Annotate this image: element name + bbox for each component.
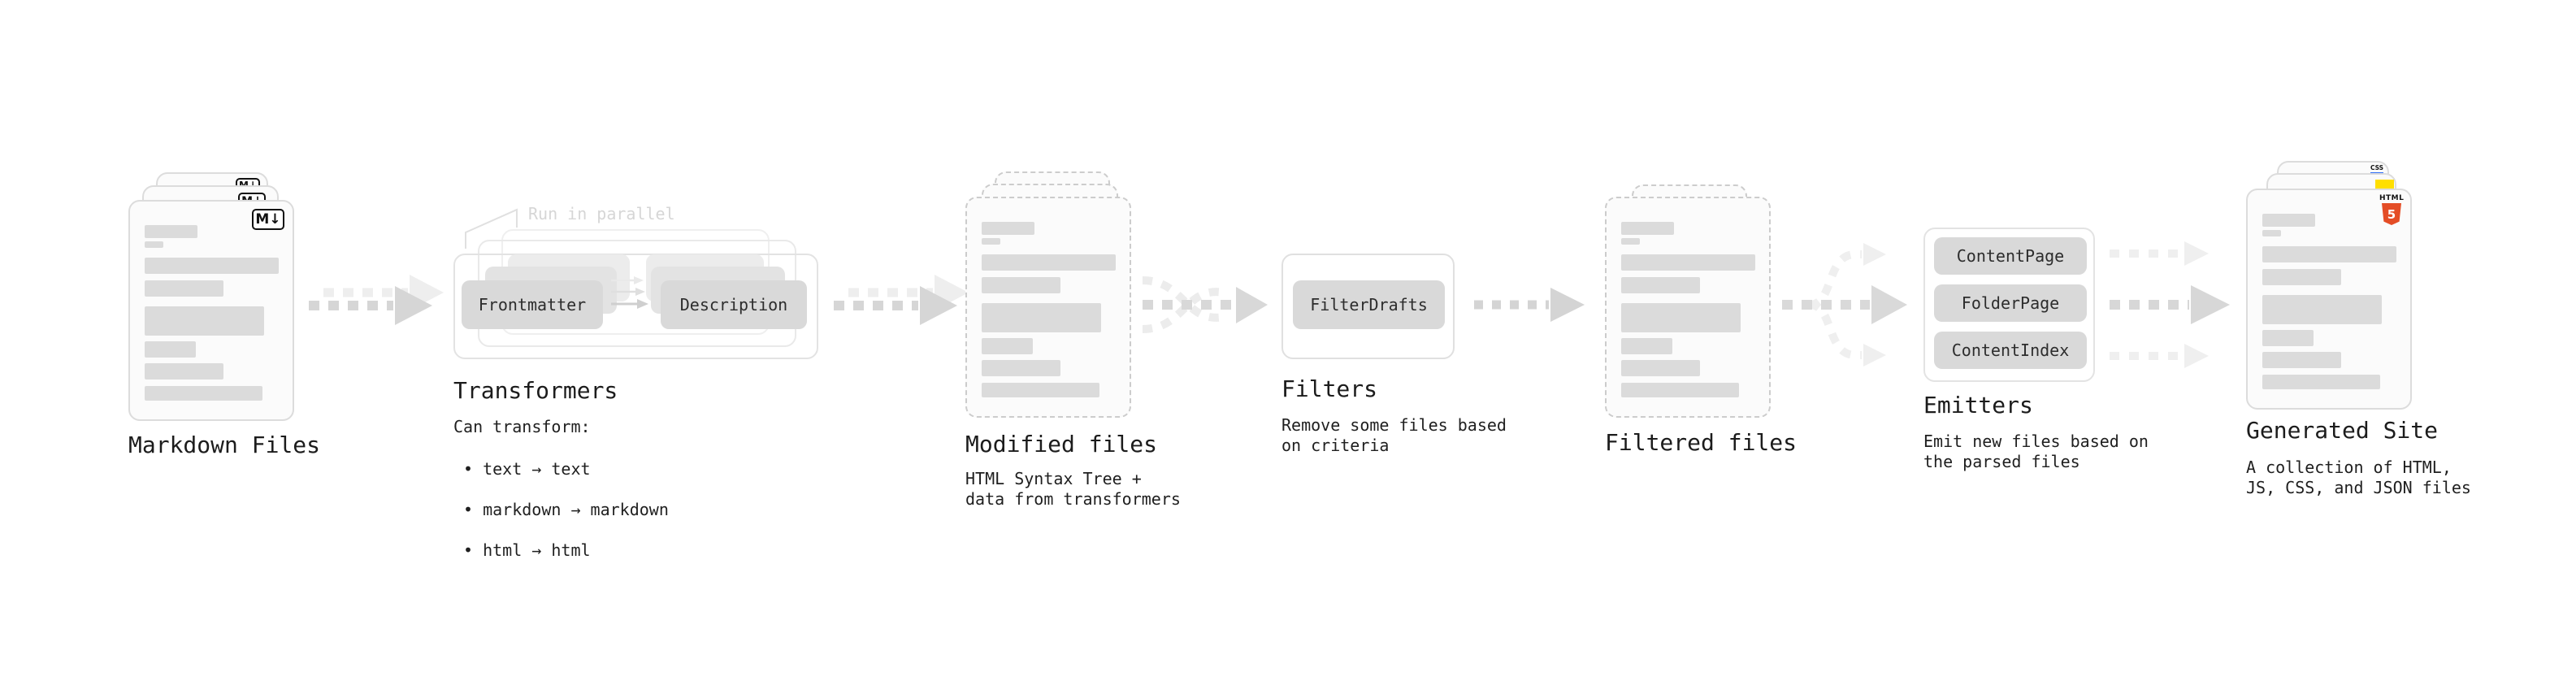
text-placeholder-bar xyxy=(145,258,279,274)
flow-arrow-transformers-to-modified xyxy=(834,275,969,325)
stage-title-generated-site: Generated Site xyxy=(2246,417,2439,444)
text-placeholder-bar xyxy=(145,241,163,248)
text-placeholder-bar xyxy=(145,306,264,336)
bullet-item: • html → html xyxy=(463,540,591,560)
filterdrafts-pill: FilterDrafts xyxy=(1293,280,1445,329)
text-placeholder-bar xyxy=(145,386,262,401)
flow-arrow-filtered-to-emitters xyxy=(1782,243,1907,367)
html5-icon: HTML 5 xyxy=(2379,194,2404,225)
text-placeholder-bar xyxy=(2262,269,2341,285)
annotation-leader-line xyxy=(465,208,518,249)
text-placeholder-bar xyxy=(982,338,1033,354)
stage-title-filtered-files: Filtered files xyxy=(1605,429,1798,456)
text-placeholder-bar xyxy=(1621,303,1741,332)
stage-title-markdown-files: Markdown Files xyxy=(128,432,321,458)
text-placeholder-bar xyxy=(982,277,1060,293)
text-placeholder-bar xyxy=(1621,222,1674,235)
folderpage-pill: FolderPage xyxy=(1934,284,2087,322)
text-placeholder-bar xyxy=(1621,277,1700,293)
text-placeholder-bar xyxy=(1621,254,1755,271)
text-placeholder-bar xyxy=(2262,230,2281,236)
bullet-item: • text → text xyxy=(463,459,591,479)
transformers-bullets: • text → text • markdown → markdown • ht… xyxy=(463,439,669,581)
flow-arrow-filters-to-filtered xyxy=(1474,288,1585,322)
text-placeholder-bar xyxy=(1621,383,1739,397)
text-placeholder-bar xyxy=(2262,330,2314,346)
filtered-file-card-front xyxy=(1605,197,1771,418)
text-placeholder-bar xyxy=(982,222,1034,235)
js-icon xyxy=(2375,180,2394,189)
text-placeholder-bar xyxy=(982,383,1099,397)
markdown-icon: M↓ xyxy=(252,209,284,230)
text-placeholder-bar xyxy=(1621,338,1672,354)
text-placeholder-bar xyxy=(145,363,223,380)
flow-arrow-emitters-to-site xyxy=(2110,241,2230,368)
text-placeholder-bar xyxy=(145,280,223,297)
stage-title-modified-files: Modified files xyxy=(965,431,1158,458)
markdown-file-card-front: M↓ xyxy=(128,200,294,421)
transformer-box-front xyxy=(453,254,818,359)
text-placeholder-bar xyxy=(982,360,1060,376)
text-placeholder-bar xyxy=(982,254,1116,271)
pill-arrows xyxy=(611,276,648,309)
text-placeholder-bar xyxy=(2262,352,2341,368)
bullet-item: • markdown → markdown xyxy=(463,500,669,519)
text-placeholder-bar xyxy=(2262,214,2315,227)
text-placeholder-bar xyxy=(982,303,1101,332)
frontmatter-pill: Frontmatter xyxy=(462,280,603,329)
text-placeholder-bar xyxy=(2262,375,2380,389)
contentindex-pill: ContentIndex xyxy=(1934,332,2087,369)
description-pill: Description xyxy=(661,280,807,329)
stage-title-transformers: Transformers xyxy=(453,377,618,404)
text-placeholder-bar xyxy=(1621,238,1640,245)
text-placeholder-bar xyxy=(1621,360,1700,376)
emitters-description: Emit new files based on the parsed files xyxy=(1923,432,2149,471)
modified-files-description: HTML Syntax Tree + data from transformer… xyxy=(965,469,1181,509)
flow-arrow-modified-to-filters xyxy=(1142,276,1268,333)
stage-title-emitters: Emitters xyxy=(1923,392,2033,419)
text-placeholder-bar xyxy=(982,238,1000,245)
filters-description: Remove some files based on criteria xyxy=(1281,415,1507,455)
transformers-heading: Can transform: xyxy=(453,417,591,436)
text-placeholder-bar xyxy=(2262,295,2382,324)
contentpage-pill: ContentPage xyxy=(1934,237,2087,275)
flow-arrow-markdown-to-transformers xyxy=(309,275,444,325)
stage-title-filters: Filters xyxy=(1281,375,1378,402)
text-placeholder-bar xyxy=(145,341,196,358)
site-file-card-html: HTML 5 xyxy=(2246,189,2412,410)
text-placeholder-bar xyxy=(2262,246,2396,262)
modified-file-card-front xyxy=(965,197,1131,418)
generated-site-description: A collection of HTML, JS, CSS, and JSON … xyxy=(2246,458,2471,497)
text-placeholder-bar xyxy=(145,225,197,238)
run-in-parallel-annotation: Run in parallel xyxy=(528,204,675,223)
